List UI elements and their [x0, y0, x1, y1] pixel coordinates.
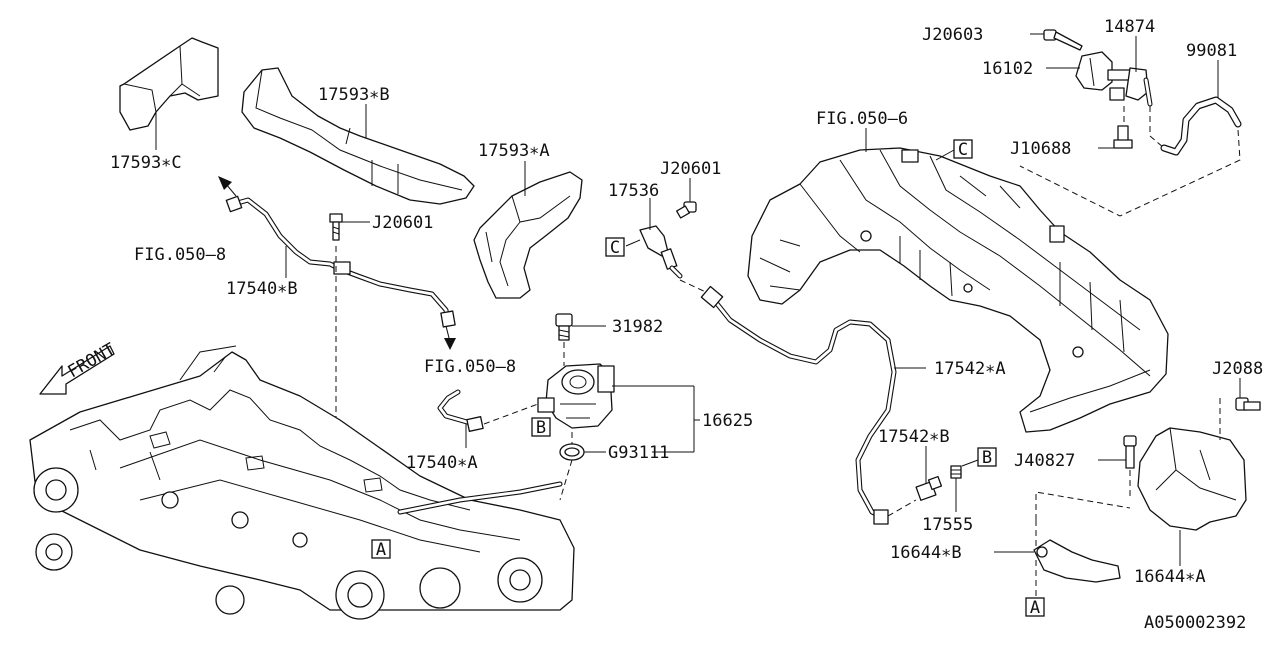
callout-c-right-text: C	[958, 140, 968, 160]
dashed-line-hose-manifold	[1019, 129, 1241, 217]
callout-a-engine-text: A	[376, 540, 386, 560]
bolt-31982	[555, 313, 573, 341]
label-17540a: 17540∗A	[406, 453, 478, 473]
label-99081: 99081	[1186, 41, 1237, 61]
label-17536: 17536	[608, 181, 659, 201]
fuel-pipe-17540a	[437, 389, 484, 432]
engine-block	[29, 345, 575, 620]
clip-17555	[950, 465, 962, 479]
callout-b-pump-text: B	[536, 418, 546, 438]
bolt-j20601-left	[329, 213, 343, 241]
bracket-16644a	[1137, 427, 1247, 531]
label-31982: 31982	[612, 317, 663, 337]
dashed-line-16644b	[1035, 491, 1131, 596]
cover-17593a	[473, 171, 583, 299]
hose-99081	[1160, 96, 1242, 156]
leader-b-right	[961, 459, 979, 467]
label-fig0506: FIG.050–6	[816, 109, 908, 129]
label-16102: 16102	[982, 59, 1033, 79]
label-fig0508-top: FIG.050–8	[134, 245, 226, 265]
callout-a-bottom: A	[1025, 597, 1045, 618]
dashed-line-17536-hose	[679, 279, 711, 295]
label-17555: 17555	[922, 515, 973, 535]
intake-manifold	[747, 147, 1169, 433]
label-j2088: J2088	[1212, 359, 1263, 379]
label-j10688: J10688	[1010, 139, 1071, 159]
hose-17542a	[700, 285, 897, 525]
callout-b-right-text: B	[982, 448, 992, 468]
label-17593a: 17593∗A	[478, 141, 550, 161]
cover-17593c	[119, 37, 219, 131]
bolt-j40827	[1123, 435, 1137, 469]
bracket-16644b	[1033, 539, 1121, 583]
label-16644a: 16644∗A	[1134, 567, 1206, 587]
callout-a-bottom-text: A	[1030, 598, 1040, 618]
bolt-j10688	[1113, 125, 1133, 149]
label-j20601-left: J20601	[372, 213, 433, 233]
drawing-code: A050002392	[1144, 613, 1246, 633]
hp-pump-16625	[537, 363, 615, 429]
front-label: FRONT	[65, 339, 119, 382]
sensor-17536	[639, 225, 683, 279]
bolt-j20603	[1043, 29, 1083, 51]
label-16644b: 16644∗B	[890, 543, 962, 563]
label-g93111: G93111	[608, 443, 669, 463]
fig0508-mid-arrowhead	[444, 338, 456, 350]
cover-17593b	[241, 67, 475, 205]
leader-c-left	[625, 239, 641, 247]
label-fig0508-mid: FIG.050–8	[424, 357, 516, 377]
valve-17542b	[915, 475, 943, 501]
callout-b-pump: B	[531, 417, 551, 438]
callout-c-left: C	[605, 237, 625, 258]
callout-c-right: C	[953, 139, 973, 160]
label-17542a: 17542∗A	[934, 359, 1006, 379]
label-17593c: 17593∗C	[110, 153, 182, 173]
label-16625: 16625	[702, 411, 753, 431]
dashed-line-17540a-pump	[483, 403, 539, 425]
front-arrow	[39, 345, 115, 395]
callout-b-right: B	[977, 447, 997, 468]
label-17542b: 17542∗B	[878, 427, 950, 447]
dashed-line-17542a-17542b	[887, 499, 917, 517]
bolt-j2088	[1235, 397, 1261, 411]
callout-a-engine: A	[371, 539, 391, 560]
fig0508-top-arrowhead	[218, 176, 232, 190]
gasket-g93111	[559, 443, 585, 461]
leader-c-right	[935, 149, 955, 161]
label-17593b: 17593∗B	[318, 85, 390, 105]
label-j20603: J20603	[922, 25, 983, 45]
dashed-line-gasket-engine	[559, 459, 573, 501]
dashed-line-valve-hose	[1149, 106, 1165, 149]
label-14874: 14874	[1104, 17, 1155, 37]
label-j20601-mid: J20601	[660, 159, 721, 179]
label-17540b: 17540∗B	[226, 279, 298, 299]
purge-valve-16102	[1075, 51, 1153, 107]
callout-c-left-text: C	[610, 238, 620, 258]
label-j40827: J40827	[1014, 451, 1075, 471]
bolt-j20601-mid	[676, 201, 697, 219]
